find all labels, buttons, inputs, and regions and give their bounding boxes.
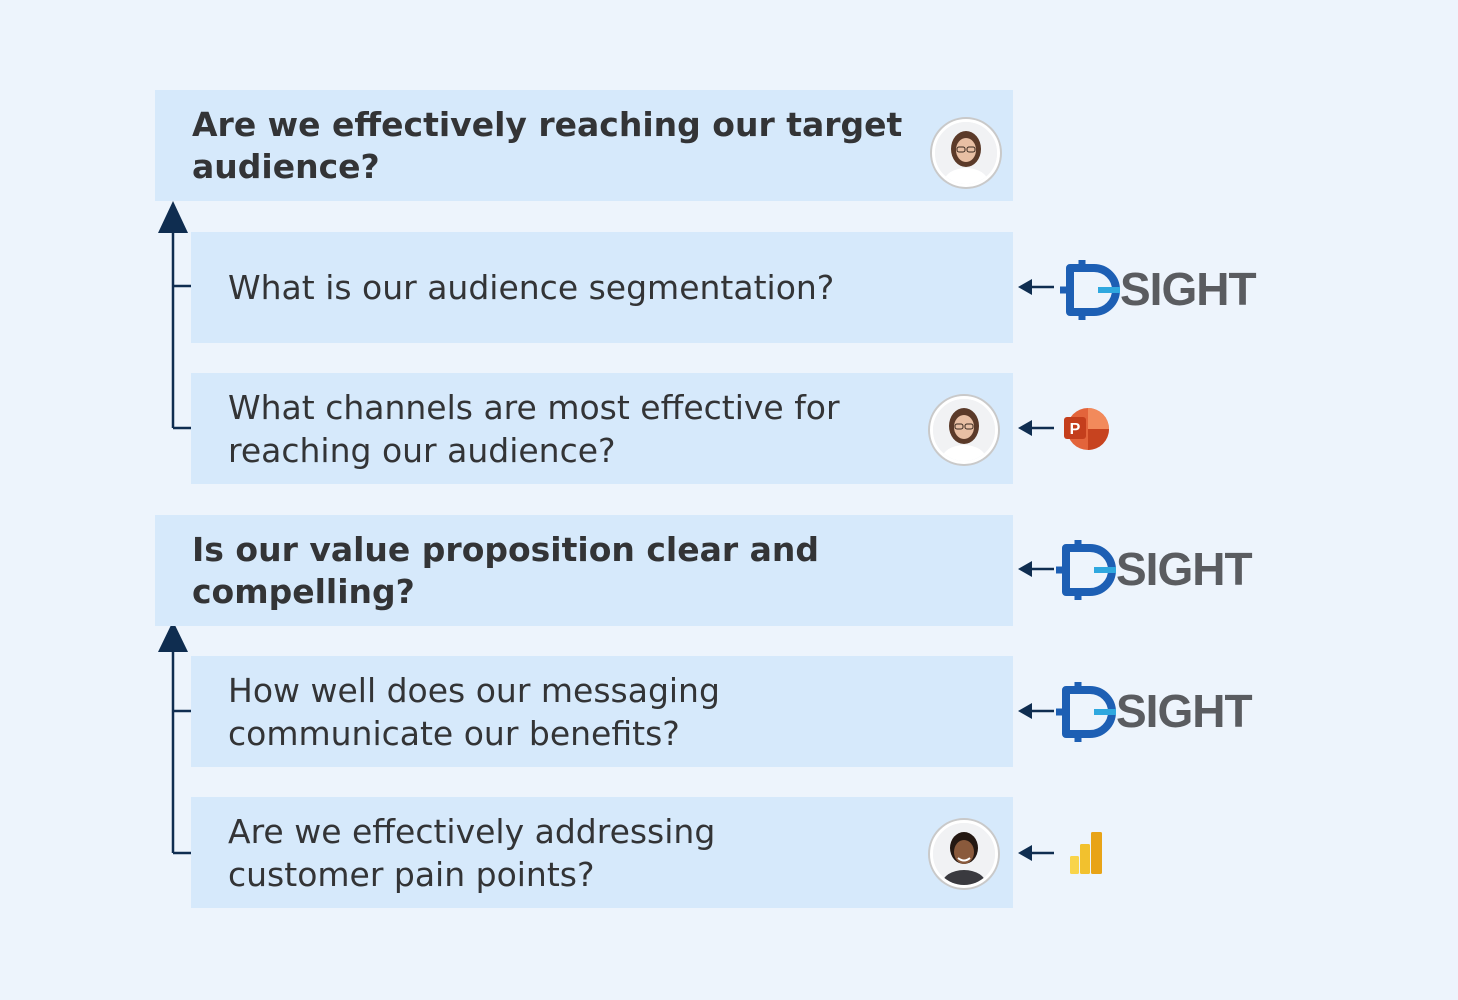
sight-crosshair-icon	[1056, 540, 1116, 600]
sub-question-box-1b: What channels are most effective for rea…	[191, 373, 1013, 484]
sight-wordmark: SIGHT	[1120, 263, 1257, 315]
avatar-woman-3	[930, 820, 998, 888]
left-arrow-icon	[1018, 845, 1054, 861]
sight-wordmark: SIGHT	[1116, 543, 1253, 595]
sub-question-text-1b: What channels are most effective for rea…	[228, 387, 840, 470]
main-question-box-2: Is our value proposition clear and compe…	[155, 515, 1013, 626]
main-question-text-2: Is our value proposition clear and compe…	[192, 529, 820, 611]
left-arrow-icon	[1018, 279, 1054, 295]
left-arrow-icon	[1018, 703, 1054, 719]
avatar-woman-2	[930, 396, 998, 464]
sub-question-text-2a: How well does our messaging communicate …	[228, 670, 720, 753]
sight-crosshair-icon	[1060, 260, 1120, 320]
powerpoint-icon: P	[1062, 406, 1110, 456]
sub-question-text-1a: What is our audience segmentation?	[228, 268, 835, 307]
left-arrow-icon	[1018, 420, 1054, 436]
main-question-box-1: Are we effectively reaching our target a…	[155, 90, 1013, 201]
sight-logo-3: SIGHT	[1054, 678, 1253, 744]
sub-question-text-2b: Are we effectively addressing customer p…	[228, 811, 716, 894]
sight-logo-1: SIGHT	[1058, 256, 1257, 322]
left-arrow-icon	[1018, 561, 1054, 577]
sight-wordmark: SIGHT	[1116, 685, 1253, 737]
main-question-text-1: Are we effectively reaching our target a…	[192, 104, 903, 186]
sight-logo-2: SIGHT	[1054, 536, 1253, 602]
sub-question-box-2a: How well does our messaging communicate …	[191, 656, 1013, 767]
up-arrow-1	[158, 201, 188, 233]
avatar-woman-1	[932, 119, 1000, 187]
powerpoint-letter: P	[1070, 421, 1081, 438]
powerbi-icon	[1068, 830, 1104, 880]
sight-crosshair-icon	[1056, 682, 1116, 742]
sub-question-box-2b: Are we effectively addressing customer p…	[191, 797, 1013, 908]
up-arrow-2	[158, 621, 188, 652]
sub-question-box-1a: What is our audience segmentation?	[191, 232, 1013, 343]
